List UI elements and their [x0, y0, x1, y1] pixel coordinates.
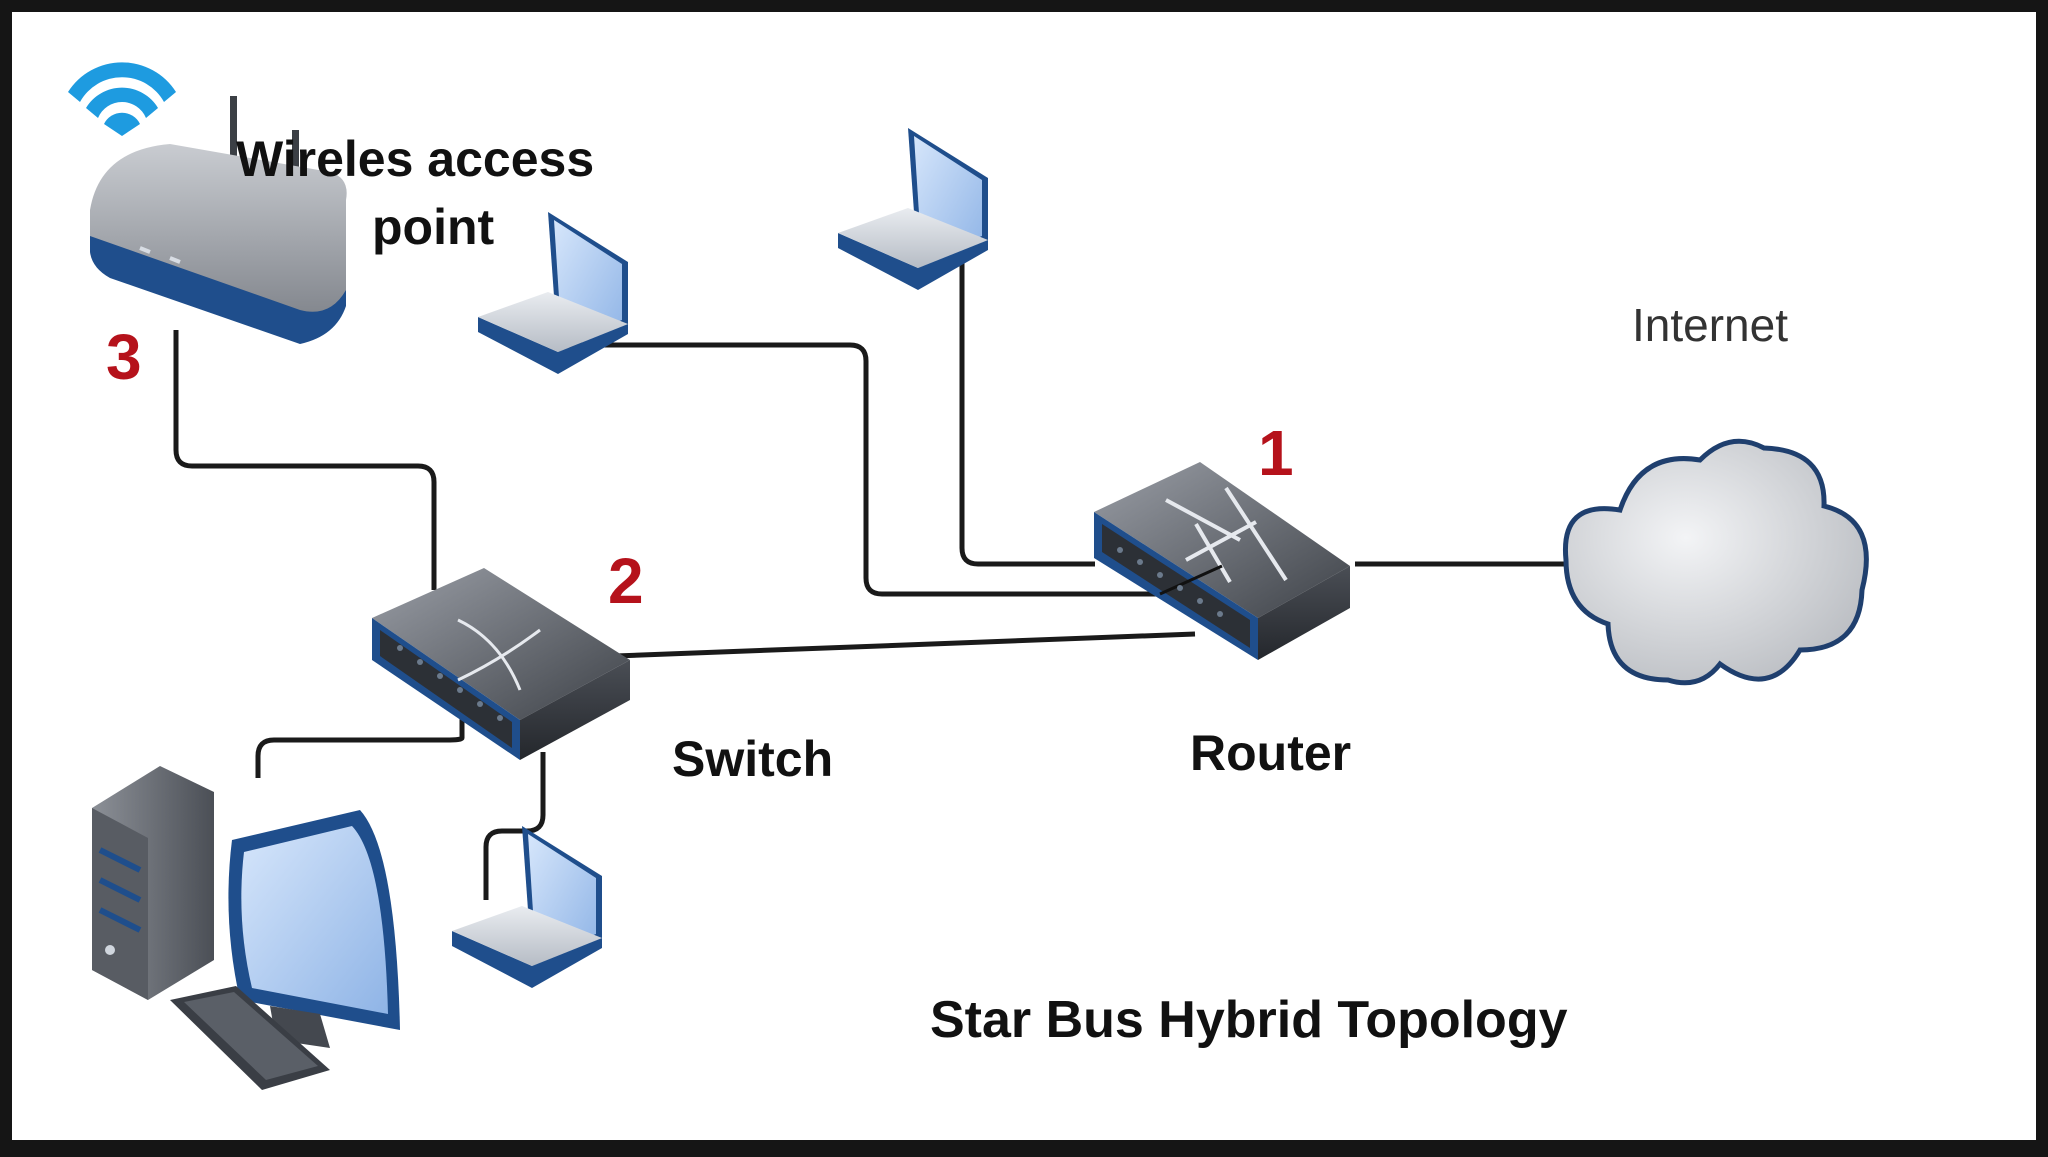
- laptop-icon: [452, 826, 602, 988]
- laptop-icon: [478, 212, 628, 374]
- router-device: [1094, 462, 1350, 660]
- access-point-label-line2: point: [372, 199, 495, 255]
- switch-number: 2: [608, 545, 644, 617]
- router-label: Router: [1190, 725, 1352, 781]
- access-point-device: [90, 96, 347, 344]
- cable-switch-laptop3: [483, 752, 546, 900]
- diagram-title: Star Bus Hybrid Topology: [930, 991, 1568, 1049]
- cable-laptop2-router: [959, 260, 1095, 567]
- network-cables: [173, 260, 1595, 900]
- cloud-icon: [1562, 438, 1869, 686]
- access-point-number: 3: [106, 321, 142, 393]
- switch-device: [372, 568, 630, 760]
- router-number: 1: [1258, 417, 1294, 489]
- internet-label: Internet: [1632, 299, 1788, 351]
- cable-switch-desktop: [255, 718, 465, 778]
- cable-switch-router: [614, 631, 1196, 659]
- access-point-label-line1: Wireles access: [236, 131, 595, 187]
- laptop-icon: [838, 128, 988, 290]
- wifi-icon: [68, 62, 176, 136]
- switch-label: Switch: [672, 731, 834, 787]
- desktop-computer-icon: [92, 766, 400, 1090]
- cable-ap-switch: [173, 330, 437, 590]
- cable-laptop-router: [560, 342, 1170, 597]
